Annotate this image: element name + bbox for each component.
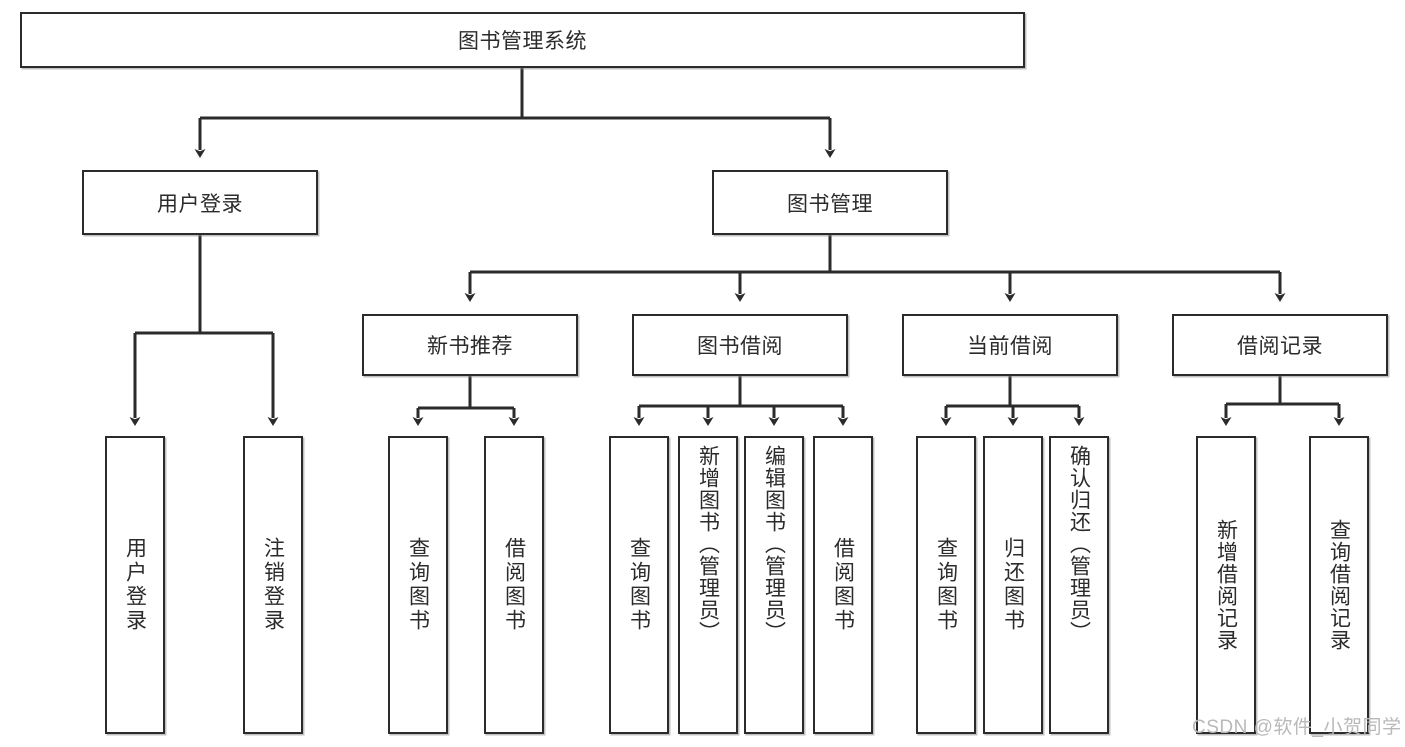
node-label: 用户登录	[157, 192, 243, 216]
leaf-query-book-recommend[interactable]: 查询图书	[388, 436, 448, 734]
node-label: 编辑图书（管理员）	[762, 445, 786, 643]
leaf-user-login[interactable]: 用户登录	[105, 436, 165, 734]
node-label: 借阅图书	[831, 537, 855, 633]
leaf-user-logout[interactable]: 注销登录	[243, 436, 303, 734]
node-label: 查询借阅记录	[1327, 519, 1351, 651]
leaf-edit-book-admin[interactable]: 编辑图书（管理员）	[744, 436, 804, 734]
node-label: 图书借阅	[697, 335, 783, 358]
leaf-add-borrow-record[interactable]: 新增借阅记录	[1196, 436, 1256, 734]
node-label: 当前借阅	[967, 335, 1053, 358]
leaf-query-book-borrow[interactable]: 查询图书	[609, 436, 669, 734]
node-label: 借阅图书	[502, 537, 526, 633]
node-borrow-record[interactable]: 借阅记录	[1172, 314, 1388, 376]
node-user-login[interactable]: 用户登录	[82, 170, 318, 235]
leaf-query-book-current[interactable]: 查询图书	[916, 436, 976, 734]
node-label: 新书推荐	[427, 335, 513, 358]
node-label: 确认归还（管理员）	[1067, 445, 1091, 643]
node-label: 新增图书（管理员）	[696, 445, 720, 643]
node-label: 新增借阅记录	[1214, 519, 1238, 651]
leaf-confirm-return-admin[interactable]: 确认归还（管理员）	[1049, 436, 1109, 734]
node-label: 图书管理	[787, 192, 873, 216]
node-new-book-recommend[interactable]: 新书推荐	[362, 314, 578, 376]
node-label: 用户登录	[123, 537, 147, 633]
node-book-management[interactable]: 图书管理	[712, 170, 948, 235]
node-current-borrow[interactable]: 当前借阅	[902, 314, 1118, 376]
leaf-borrow-book-recommend[interactable]: 借阅图书	[484, 436, 544, 734]
node-book-borrow[interactable]: 图书借阅	[632, 314, 848, 376]
csdn-watermark: CSDN @软件_小贺同学	[1192, 717, 1402, 738]
node-label: 借阅记录	[1237, 335, 1323, 358]
node-label: 注销登录	[261, 537, 285, 633]
node-label: 查询图书	[627, 537, 651, 633]
node-label: 查询图书	[934, 537, 958, 633]
node-root-book-management-system[interactable]: 图书管理系统	[20, 12, 1025, 68]
node-label: 归还图书	[1001, 537, 1025, 633]
leaf-query-borrow-record[interactable]: 查询借阅记录	[1309, 436, 1369, 734]
leaf-return-book[interactable]: 归还图书	[983, 436, 1043, 734]
leaf-add-book-admin[interactable]: 新增图书（管理员）	[678, 436, 738, 734]
node-label: 查询图书	[406, 537, 430, 633]
node-label: 图书管理系统	[458, 30, 587, 53]
leaf-borrow-book-borrow[interactable]: 借阅图书	[813, 436, 873, 734]
